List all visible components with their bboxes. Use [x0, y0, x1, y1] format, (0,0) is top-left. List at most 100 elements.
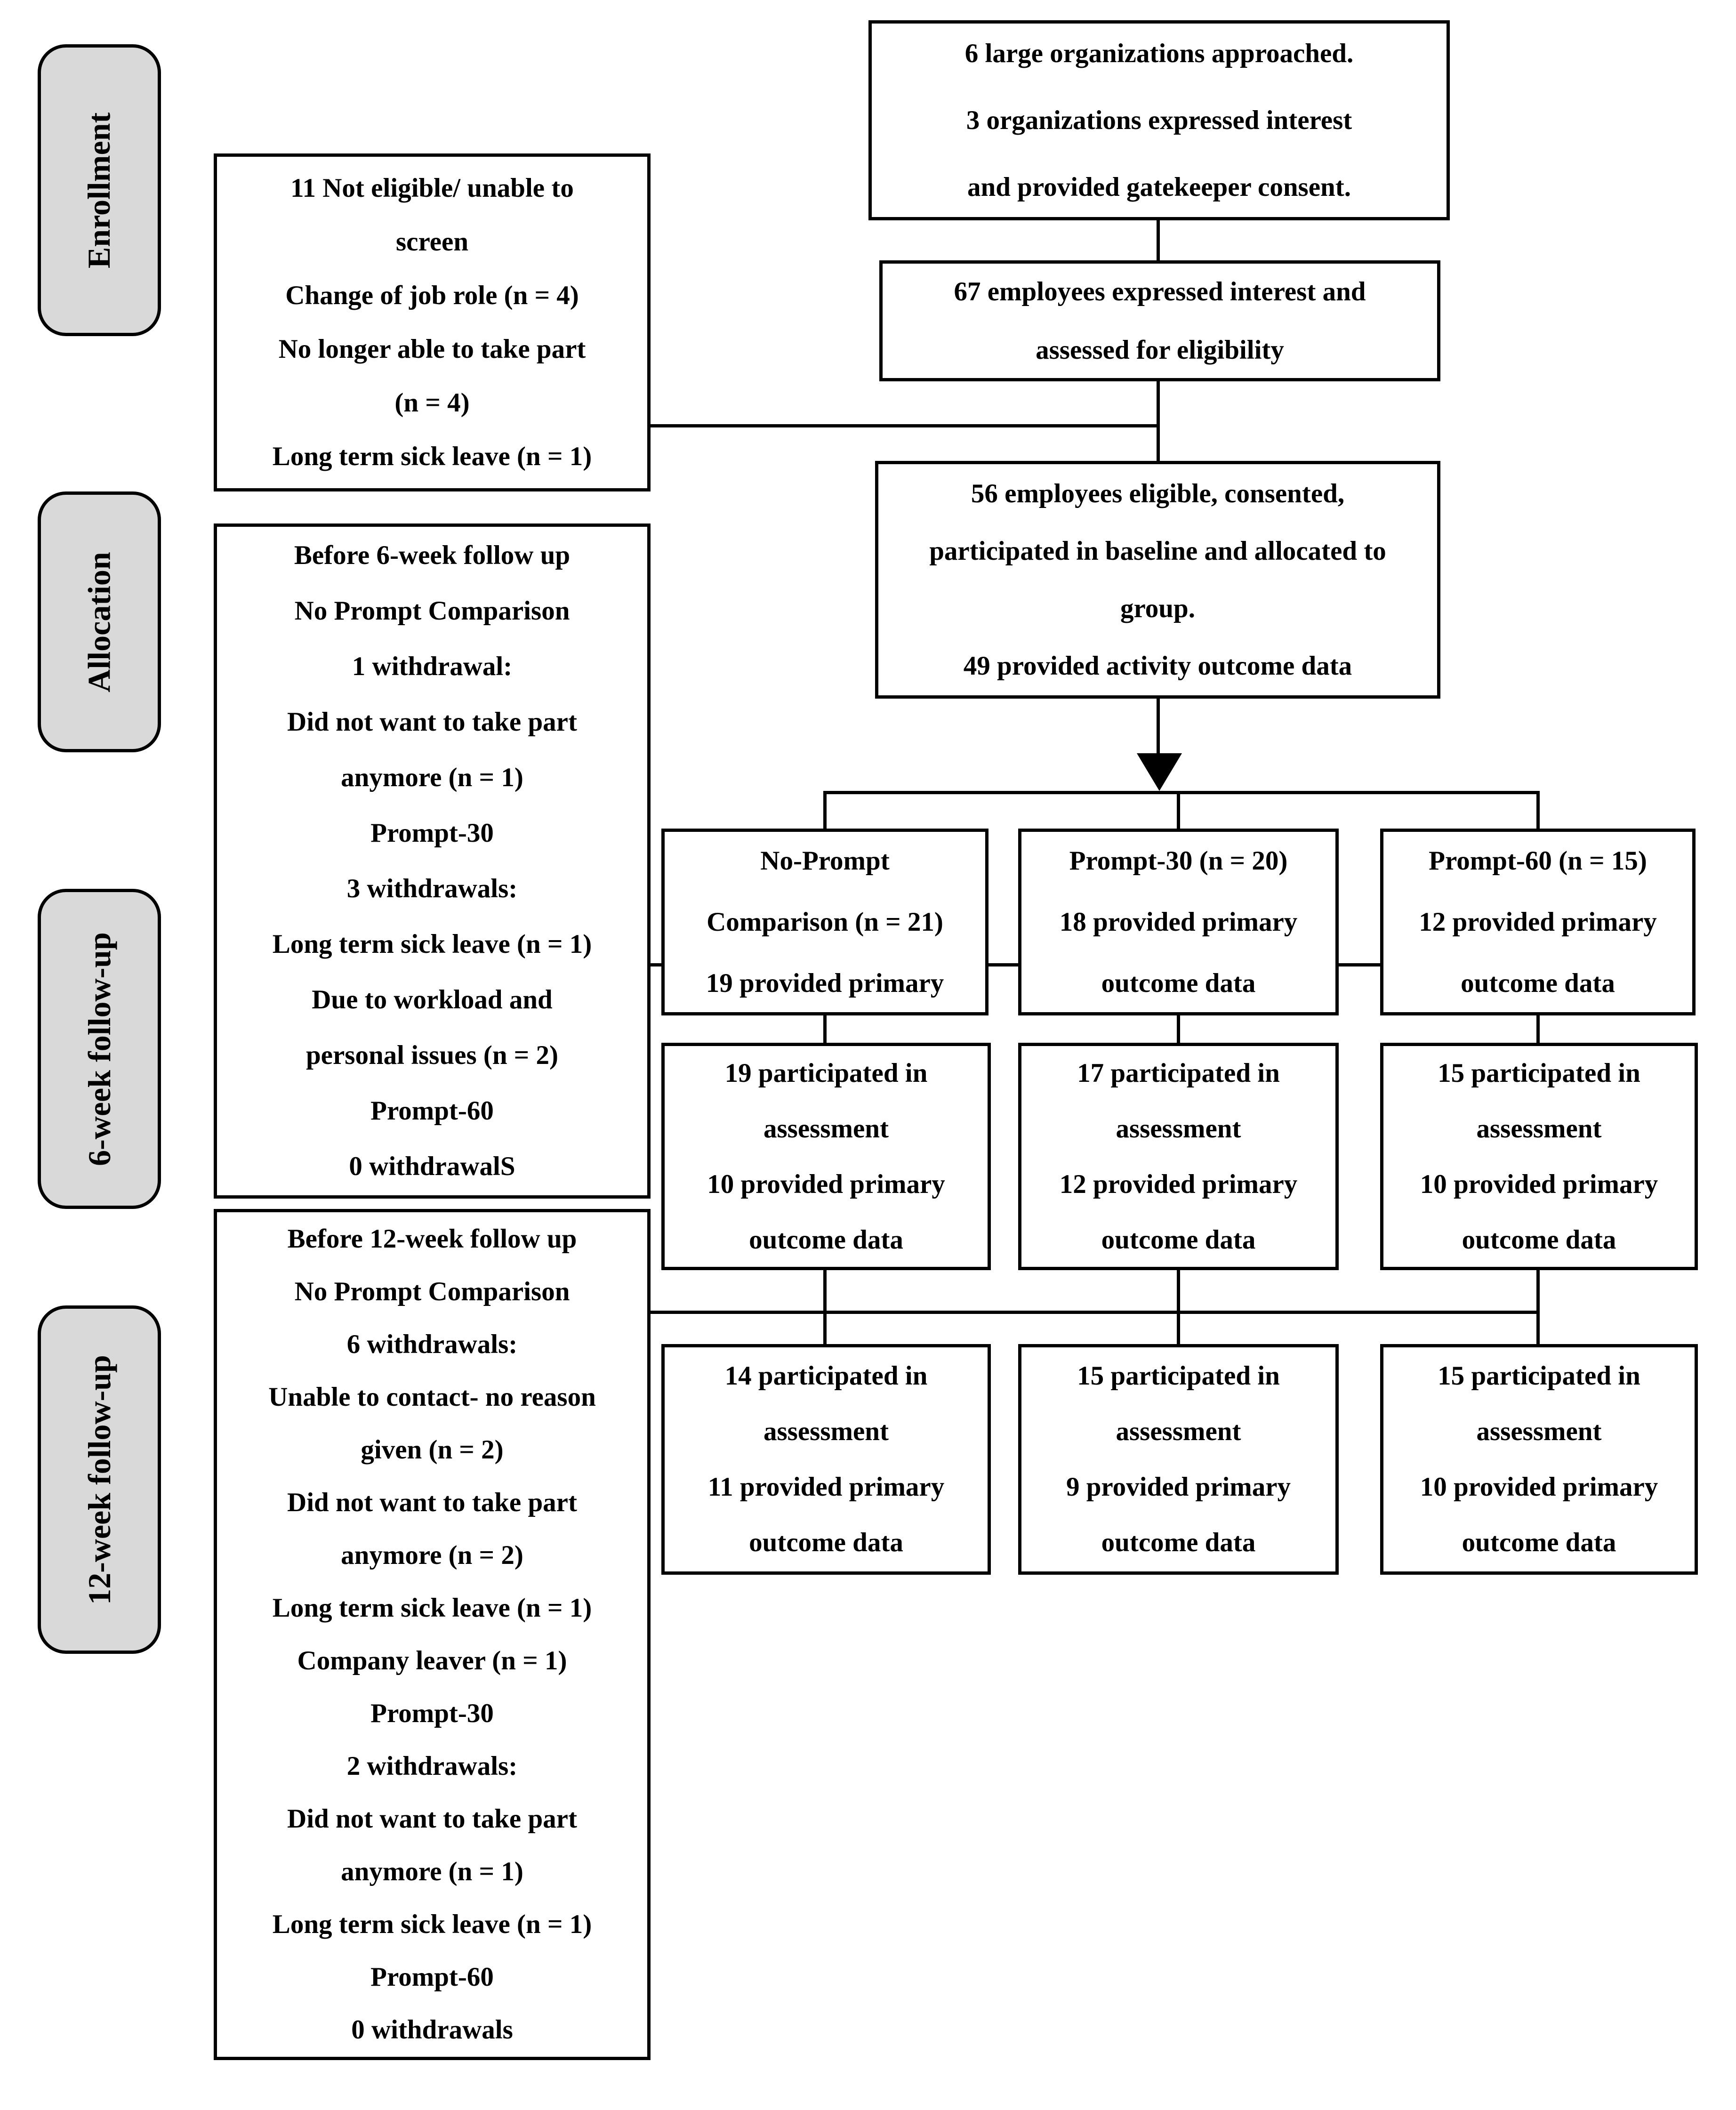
box-alloc-prompt-30: Prompt-30 (n = 20) 18 provided primary out… — [1018, 829, 1339, 1015]
box-line: (n = 4) — [394, 388, 470, 418]
box-line: Long term sick leave (n = 1) — [272, 1593, 592, 1623]
box-line: 12 provided primary — [1419, 907, 1657, 937]
connector-alloc-to-6wk-col1 — [823, 1015, 827, 1043]
box-line: and provided gatekeeper consent. — [967, 172, 1351, 202]
box-line: assessment — [1116, 1113, 1241, 1144]
box-line: 12 provided primary — [1059, 1169, 1298, 1199]
box-line: outcome data — [1101, 1528, 1256, 1557]
box-line: Before 6-week follow up — [294, 540, 571, 570]
box-line: 2 withdrawals: — [346, 1751, 518, 1781]
box-line: 0 withdrawalS — [349, 1152, 515, 1181]
box-line: 10 provided primary — [1420, 1472, 1658, 1502]
box-line: screen — [395, 227, 469, 257]
stage-allocation: Allocation — [38, 491, 161, 752]
connector-noteligible-branch — [651, 424, 1158, 427]
box-line: assessment — [764, 1417, 889, 1446]
box-12wk-prompt-60: 15 participated in assessment 10 provided … — [1380, 1344, 1698, 1575]
stage-allocation-label: Allocation — [81, 551, 117, 693]
stage-6-week-follow-up: 6-week follow-up — [38, 889, 161, 1209]
connector-6wk-to-12wk-col3 — [1536, 1270, 1540, 1344]
box-line: Before 12-week follow up — [287, 1224, 577, 1254]
box-line: 11 provided primary — [707, 1472, 945, 1502]
connector-split-to-p30 — [1177, 794, 1180, 829]
box-line: 9 provided primary — [1066, 1472, 1291, 1502]
box-line: assessment — [764, 1113, 889, 1144]
box-line: anymore (n = 2) — [341, 1540, 523, 1570]
box-line: outcome data — [1462, 1528, 1616, 1557]
box-line: Prompt-30 (n = 20) — [1069, 846, 1288, 876]
box-line: Due to workload and — [312, 985, 553, 1015]
box-line: outcome data — [1462, 1224, 1616, 1255]
connector-interest-to-eligible — [1157, 381, 1160, 461]
box-line: 3 withdrawals: — [346, 874, 518, 903]
connector-12week-withdrawal-bar — [651, 1311, 1540, 1314]
box-line: 15 participated in — [1438, 1361, 1640, 1391]
box-line: Change of job role (n = 4) — [285, 281, 579, 310]
box-line: Comparison (n = 21) — [707, 907, 943, 937]
box-line: Long term sick leave (n = 1) — [272, 1909, 592, 1939]
box-line: outcome data — [749, 1528, 903, 1557]
stage-12-week-follow-up-label: 12-week follow-up — [81, 1354, 117, 1605]
box-line: participated in baseline and allocated t… — [929, 536, 1386, 566]
connector-split-bar — [823, 791, 1540, 794]
box-line: Long term sick leave (n = 1) — [272, 442, 592, 471]
stage-enrollment-label: Enrollment — [81, 112, 117, 268]
stage-12-week-follow-up: 12-week follow-up — [38, 1305, 161, 1654]
connector-6week-withdrawal-bar — [651, 963, 1382, 966]
box-line: outcome data — [1101, 1224, 1256, 1255]
box-line: 10 provided primary — [707, 1169, 945, 1199]
connector-alloc-to-6wk-col3 — [1536, 1015, 1540, 1043]
box-eligible-allocated: 56 employees eligible, consented,partici… — [875, 461, 1440, 699]
box-line: No Prompt Comparison — [294, 596, 570, 626]
box-line: Company leaver (n = 1) — [297, 1646, 567, 1675]
box-line: outcome data — [1461, 968, 1615, 998]
box-line: Unable to contact- no reason — [268, 1382, 596, 1412]
stage-enrollment: Enrollment — [38, 44, 161, 336]
box-line: assessment — [1476, 1417, 1602, 1446]
box-line: 0 withdrawals — [351, 2015, 513, 2045]
box-line: No Prompt Comparison — [294, 1277, 570, 1306]
box-line: 15 participated in — [1438, 1058, 1640, 1088]
box-line: 18 provided primary — [1059, 907, 1298, 937]
box-before-6-week-withdrawals: Before 6-week follow up No Prompt Compari… — [214, 523, 651, 1199]
box-line: Prompt-60 — [370, 1096, 494, 1126]
box-line: Prompt-30 — [370, 818, 494, 848]
box-line: 67 employees expressed interest and — [954, 276, 1366, 306]
box-line: Prompt-60 (n = 15) — [1429, 846, 1647, 876]
box-line: 10 provided primary — [1420, 1169, 1658, 1199]
box-6wk-prompt-30: 17 participated in assessment 12 provided … — [1018, 1043, 1339, 1270]
box-line: outcome data — [1101, 968, 1256, 998]
box-line: 1 withdrawal: — [352, 652, 513, 681]
box-line: group. — [1120, 593, 1195, 623]
connector-org-to-interest — [1157, 220, 1160, 260]
box-line: 14 participated in — [724, 1361, 928, 1391]
box-line: assessed for eligibility — [1036, 335, 1284, 365]
box-line: anymore (n = 1) — [341, 763, 523, 792]
arrow-down-icon — [1137, 753, 1182, 791]
connector-6wk-to-12wk-col1 — [823, 1270, 827, 1344]
box-line: Prompt-60 — [370, 1962, 494, 1992]
box-line: Long term sick leave (n = 1) — [272, 929, 592, 959]
box-line: No-Prompt — [760, 846, 890, 876]
box-12wk-no-prompt: 14 participated in assessment 11 provided … — [661, 1344, 991, 1575]
connector-split-to-noprompt — [823, 794, 827, 829]
box-line: 17 participated in — [1077, 1058, 1280, 1088]
box-line: 6 large organizations approached. — [964, 38, 1354, 68]
box-line: Did not want to take part — [287, 707, 577, 737]
box-alloc-prompt-60: Prompt-60 (n = 15) 12 provided primary out… — [1380, 829, 1696, 1015]
box-line: assessment — [1116, 1417, 1241, 1446]
box-line: Prompt-30 — [370, 1699, 494, 1728]
connector-alloc-to-6wk-col2 — [1177, 1015, 1180, 1043]
box-line: 6 withdrawals: — [346, 1329, 518, 1359]
box-line: 3 organizations expressed interest — [966, 105, 1352, 135]
box-line: Did not want to take part — [287, 1488, 577, 1517]
box-6wk-no-prompt: 19 participated in assessment 10 provided … — [661, 1043, 991, 1270]
box-line: 49 provided activity outcome data — [963, 651, 1352, 681]
box-line: 19 participated in — [724, 1058, 928, 1088]
box-organizations-approached: 6 large organizations approached. 3 organ… — [868, 20, 1450, 220]
box-line: given (n = 2) — [361, 1435, 504, 1465]
